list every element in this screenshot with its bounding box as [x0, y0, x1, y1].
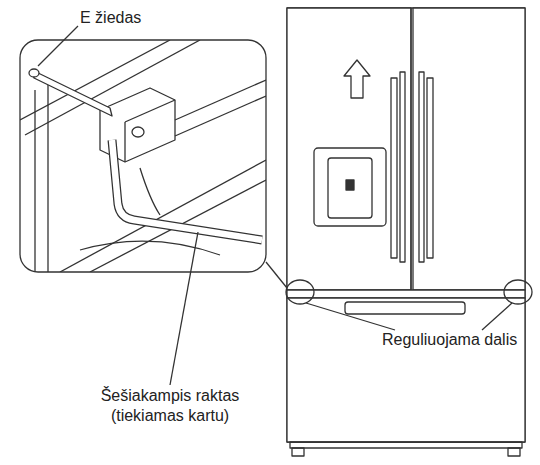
part-label: E žiedas	[80, 8, 141, 28]
hex-key	[112, 140, 262, 240]
part-label: Reguliuojama dalis	[382, 330, 517, 350]
door-handle	[400, 72, 405, 262]
right-door	[413, 8, 525, 290]
door-handle	[391, 78, 397, 258]
e-ring	[29, 69, 39, 77]
water-dispenser	[314, 148, 386, 226]
leader-line	[38, 26, 78, 66]
left-door	[287, 8, 411, 290]
freezer-drawer	[287, 298, 525, 442]
up-arrow	[344, 60, 370, 98]
door-handle	[419, 72, 424, 262]
door-handle	[427, 78, 433, 258]
foot	[292, 448, 304, 456]
adjust-circle	[504, 280, 532, 304]
adjust-circle	[286, 280, 314, 304]
part-label: Šešiakampis raktas (tiekiamas kartu)	[90, 386, 250, 426]
leader-line	[306, 303, 395, 330]
foot	[508, 448, 520, 456]
zoom-line	[266, 262, 287, 288]
drawer-handle	[345, 302, 465, 314]
fridge-body	[287, 8, 525, 442]
leader-line	[170, 232, 198, 385]
leader-line	[482, 303, 512, 330]
zoom-inset	[20, 40, 266, 272]
